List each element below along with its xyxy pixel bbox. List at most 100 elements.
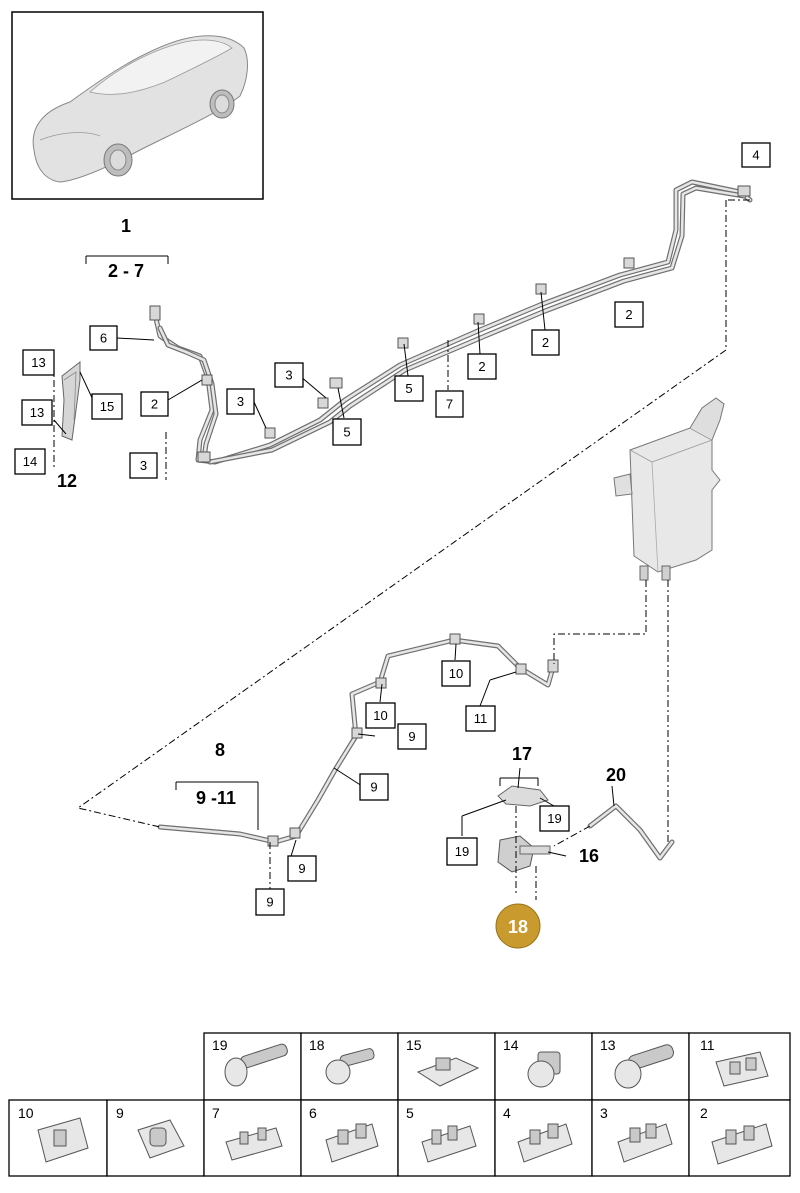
callout-13-b[interactable]: 13 [21,399,53,426]
callout-5-b[interactable]: 5 [332,418,362,446]
grid-cell-3[interactable]: 3 [591,1099,690,1177]
pipe-clip-icon [617,1123,673,1163]
callout-13-a-text: 13 [31,355,45,370]
callout-9-b[interactable]: 9 [359,773,389,801]
callout-19-a[interactable]: 19 [539,805,570,832]
callout-2-b[interactable]: 2 [614,301,644,328]
callout-2-c[interactable]: 2 [531,329,560,356]
callout-3-a[interactable]: 3 [274,362,304,388]
pipe-clip-icon [421,1125,477,1163]
grid-cell-2[interactable]: 2 [688,1099,791,1177]
grid-cell-2-label: 2 [700,1105,708,1121]
callout-13-b-text: 13 [30,405,44,420]
callout-2-d-text: 2 [478,359,485,374]
screw-icon [614,1044,674,1089]
callout-9-b-text: 9 [370,780,377,795]
pipe-clip-icon [225,1127,283,1161]
callout-15[interactable]: 15 [91,393,123,420]
callout-14[interactable]: 14 [14,448,46,475]
grid-cell-14[interactable]: 14 [494,1032,593,1101]
callout-13-a[interactable]: 13 [22,349,55,376]
bracket-12 [61,360,81,441]
callout-15-text: 15 [100,399,114,414]
grid-cell-18[interactable]: 18 [300,1032,399,1101]
highlight-badge-label: 18 [508,917,528,937]
group-range-8: 9 -11 [196,788,236,808]
callout-11-text: 11 [474,711,488,726]
pipe-assembly-lower [157,633,559,847]
group-label-20: 20 [606,765,626,785]
car-icon [32,35,248,183]
callout-7-text: 7 [446,397,453,412]
grid-cell-13[interactable]: 13 [591,1032,690,1101]
grid-cell-6[interactable]: 6 [300,1099,399,1177]
callout-2-a[interactable]: 2 [140,391,169,417]
callout-19-b[interactable]: 19 [446,837,478,866]
callout-4[interactable]: 4 [741,142,771,168]
screw-icon [224,1043,288,1087]
callout-4-text: 4 [752,148,759,163]
grid-cell-18-label: 18 [309,1037,325,1053]
callout-2-d[interactable]: 2 [467,353,497,380]
callout-7[interactable]: 7 [435,390,464,418]
grid-cell-3-label: 3 [600,1105,608,1121]
callout-5-a-text: 5 [405,381,412,396]
grid-cell-10-label: 10 [18,1105,34,1121]
callout-3-b[interactable]: 3 [226,388,255,415]
parts-grid-row-2: 10 9 7 6 5 4 3 [8,1099,791,1177]
callout-3-a-text: 3 [285,368,292,383]
group-range-1: 2 - 7 [108,261,144,281]
spring-nut-icon [416,1057,480,1087]
callout-9-d[interactable]: 9 [255,888,285,916]
grid-cell-10[interactable]: 10 [8,1099,108,1177]
grid-cell-4[interactable]: 4 [494,1099,593,1177]
group-label-17: 17 [512,744,532,764]
callout-10-b[interactable]: 10 [365,702,396,729]
grid-cell-5-label: 5 [406,1105,414,1121]
grid-cell-19-label: 19 [212,1037,228,1053]
pipe-clip-icon [715,1051,769,1087]
callout-9-d-text: 9 [266,895,273,910]
bolt-icon [325,1048,375,1085]
pipe-clip-icon [137,1119,185,1159]
highlight-badge-18[interactable]: 18 [495,903,541,949]
callout-10-a-text: 10 [449,666,463,681]
grid-cell-9-label: 9 [116,1105,124,1121]
group-label-8: 8 [215,740,225,760]
callout-10-a[interactable]: 10 [441,660,471,687]
grid-cell-19[interactable]: 19 [203,1032,302,1101]
callout-2-a-text: 2 [151,397,158,412]
callout-9-a-text: 9 [408,729,415,744]
pipe-clip-icon [711,1123,773,1165]
grid-cell-5[interactable]: 5 [397,1099,496,1177]
callout-19-b-text: 19 [455,844,469,859]
callout-10-b-text: 10 [373,708,387,723]
callout-5-a[interactable]: 5 [394,375,424,402]
grid-cell-11[interactable]: 11 [688,1032,791,1101]
pipe-assembly-upper [149,179,753,465]
grid-cell-6-label: 6 [309,1105,317,1121]
callout-6-text: 6 [100,331,107,346]
callout-2-c-text: 2 [542,335,549,350]
callout-11[interactable]: 11 [465,705,496,732]
grid-cell-15[interactable]: 15 [397,1032,496,1101]
grid-cell-15-label: 15 [406,1037,422,1053]
callout-3-b-text: 3 [237,394,244,409]
pipe-clip-icon [325,1123,379,1163]
callout-9-a[interactable]: 9 [397,723,427,750]
grid-cell-11-label: 11 [700,1037,715,1053]
callout-5-b-text: 5 [343,425,350,440]
callout-9-c[interactable]: 9 [287,855,317,882]
callout-3-c[interactable]: 3 [129,452,158,479]
callout-6[interactable]: 6 [89,325,118,351]
grid-cell-7[interactable]: 7 [203,1099,302,1177]
grid-cell-13-label: 13 [600,1037,616,1053]
grid-cell-14-label: 14 [503,1037,519,1053]
group-label-12: 12 [57,471,77,491]
group-label-1: 1 [121,216,131,236]
grid-cell-4-label: 4 [503,1105,511,1121]
callout-19-a-text: 19 [547,811,561,826]
pipe-clip-icon [37,1117,89,1163]
grid-cell-9[interactable]: 9 [106,1099,205,1177]
